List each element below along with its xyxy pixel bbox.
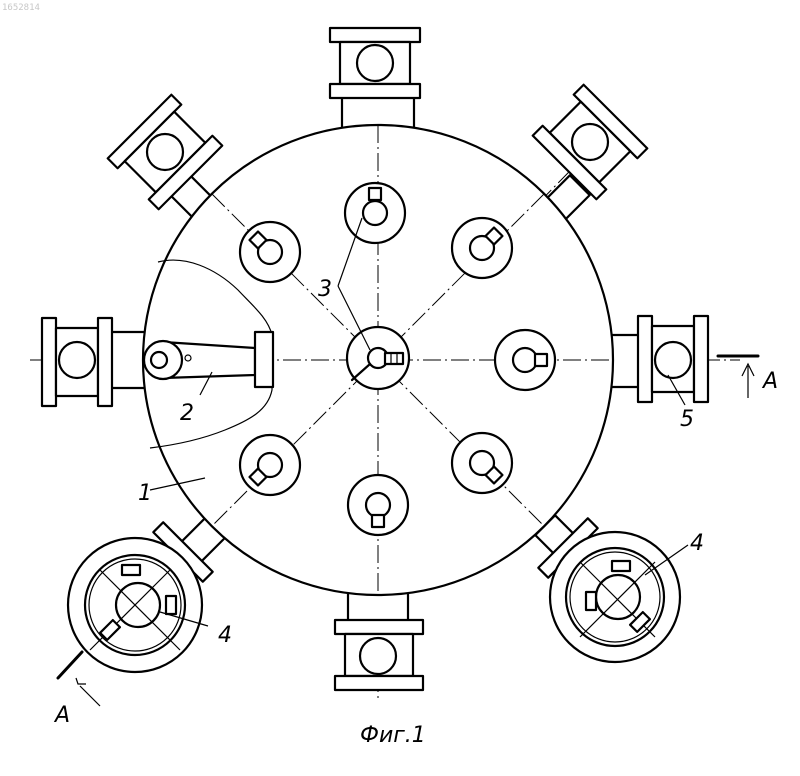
document-number: 1652814	[2, 3, 40, 13]
section-arrow-right	[718, 356, 758, 398]
holder-bottom	[348, 475, 408, 535]
flange-bottom	[335, 620, 423, 690]
flange-left	[42, 318, 112, 406]
holder-upper-right	[452, 218, 512, 278]
label-section-left: A	[53, 703, 70, 728]
label-arm: 2	[180, 401, 194, 426]
holder-right	[495, 330, 555, 390]
label-holders: 3	[318, 277, 332, 302]
holder-lower-right	[452, 433, 512, 493]
label-chamber-left: 4	[218, 623, 232, 648]
section-arrow-left	[58, 652, 100, 706]
flange-top-right	[533, 85, 648, 200]
holder-lower-left	[240, 435, 300, 495]
figure-caption: Фиг.1	[360, 723, 426, 748]
chamber-left	[68, 538, 202, 672]
flange-right	[638, 316, 708, 402]
label-body: 1	[138, 481, 152, 506]
chamber-right	[550, 532, 680, 662]
label-section-right: A	[761, 369, 778, 394]
label-port: 5	[680, 407, 694, 432]
holder-top	[345, 183, 405, 243]
central-hub	[347, 327, 409, 389]
flange-top	[330, 28, 420, 98]
label-chamber-right: 4	[690, 531, 704, 556]
holder-upper-left	[240, 222, 300, 282]
